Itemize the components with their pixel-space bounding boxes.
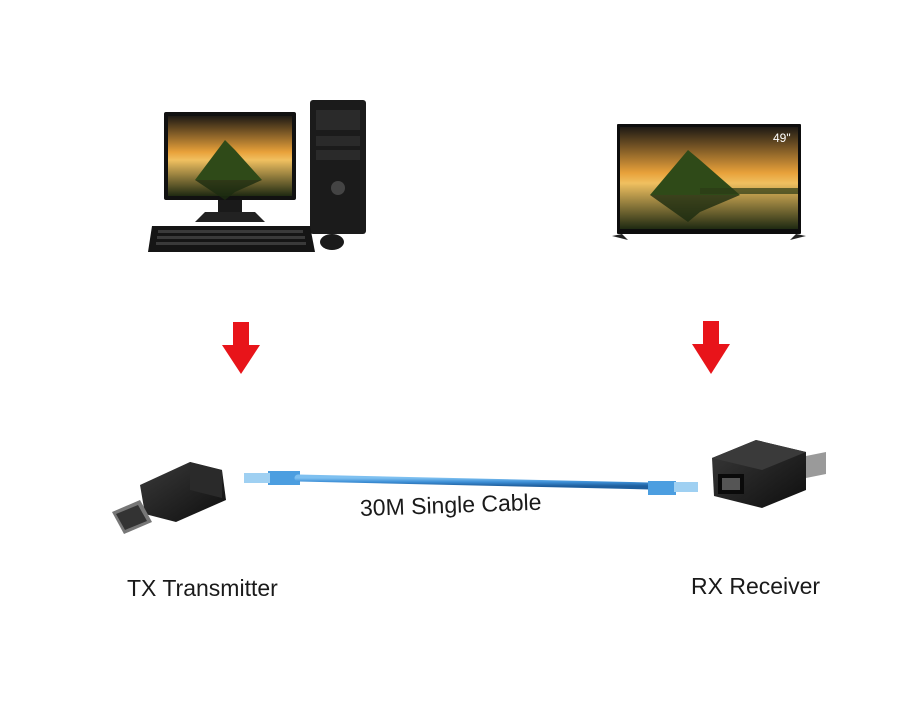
tx-transmitter-label: TX Transmitter: [127, 575, 278, 602]
tx-hdmi-adapter-icon: [112, 462, 226, 534]
rx-receiver-label: RX Receiver: [691, 573, 820, 600]
down-arrow-icon: [692, 321, 730, 374]
tv-size-label: 49": [773, 131, 791, 145]
rx-hdmi-adapter-icon: [712, 440, 826, 508]
down-arrow-icon: [222, 322, 260, 374]
desktop-computer-icon: [148, 100, 366, 252]
